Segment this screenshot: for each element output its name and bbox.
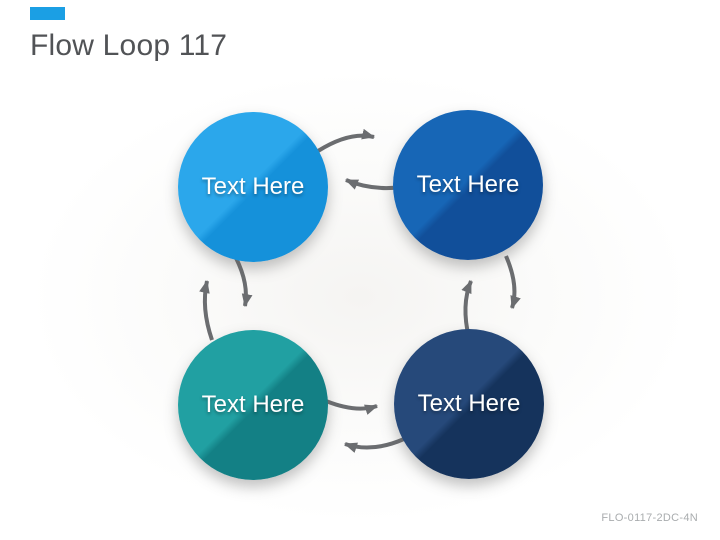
accent-bar: [30, 7, 65, 20]
node-label: Text Here: [201, 391, 305, 418]
footer-code: FLO-0117-2DC-4N: [601, 512, 698, 524]
flow-node-top-left[interactable]: Text Here: [178, 112, 328, 262]
arrow-top-left-to-bottom-left: [234, 257, 253, 308]
slide-title: Flow Loop 117: [30, 29, 228, 62]
arrow-bottom-right-to-bottom-left: [343, 437, 405, 453]
arrow-top-left-to-top-right: [316, 128, 376, 153]
flow-node-bottom-left[interactable]: Text Here: [178, 330, 328, 480]
flow-node-top-right[interactable]: Text Here: [393, 110, 543, 260]
node-label: Text Here: [417, 390, 521, 417]
arrow-bottom-left-to-top-left: [199, 279, 214, 341]
arrow-top-right-to-bottom-right: [504, 255, 521, 310]
flow-node-bottom-right[interactable]: Text Here: [394, 329, 544, 479]
node-label: Text Here: [416, 171, 520, 198]
node-label: Text Here: [201, 173, 305, 200]
arrow-bottom-left-to-bottom-right: [325, 399, 379, 415]
